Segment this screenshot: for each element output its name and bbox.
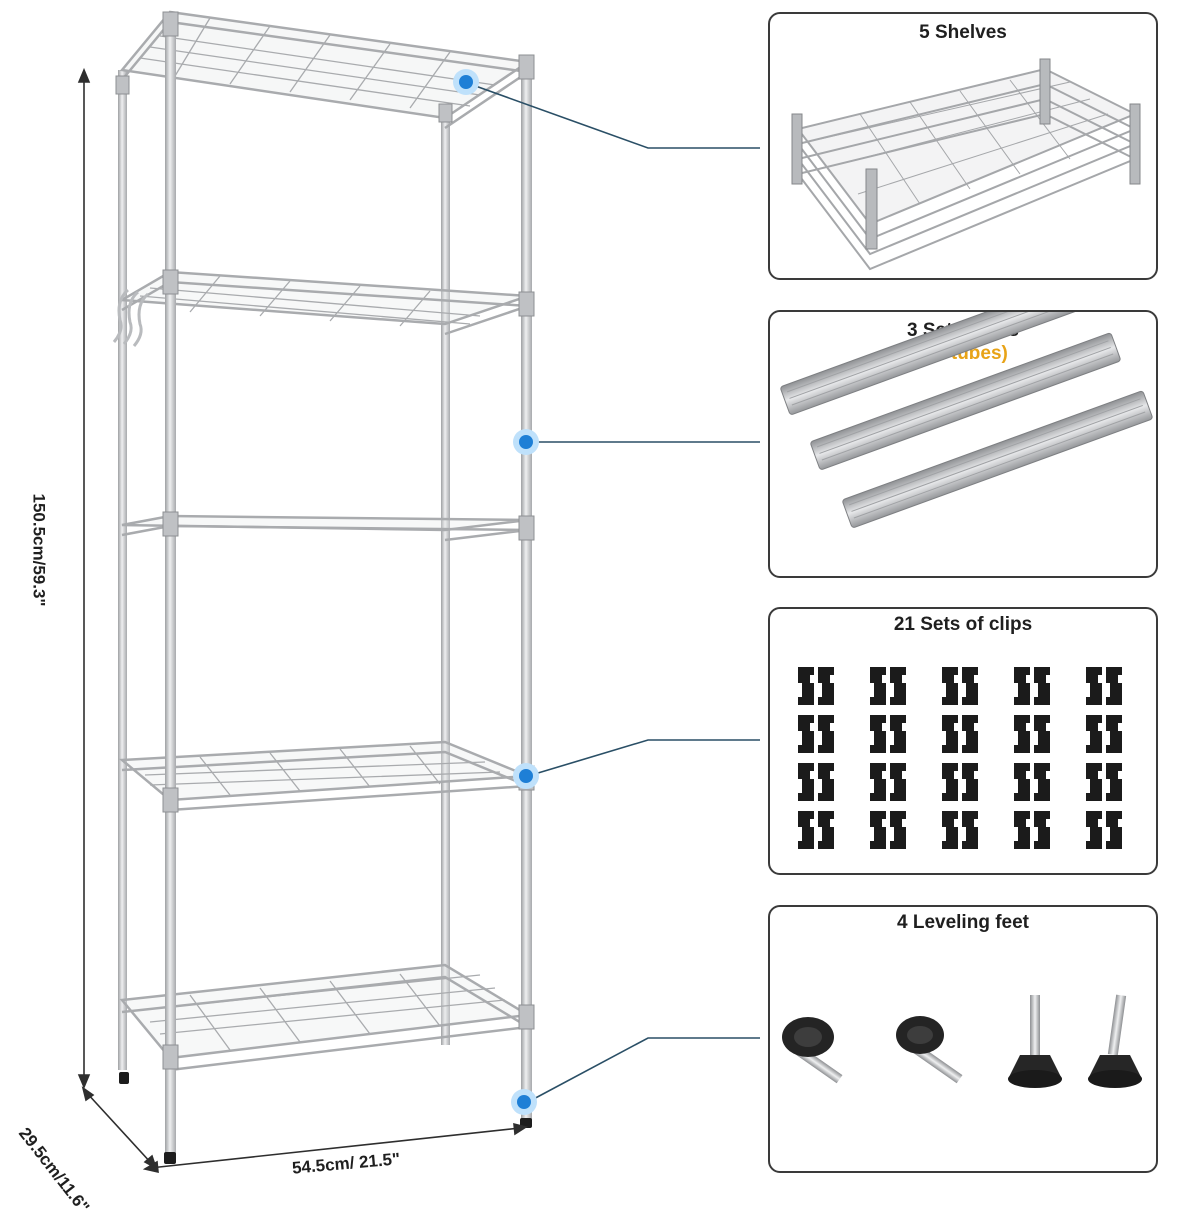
shelves-group (117, 10, 532, 1072)
panel-title-leveling-feet: 4 Leveling feet (897, 912, 1029, 933)
foot-front-left (164, 1152, 176, 1164)
clip-set (1086, 715, 1122, 753)
callout-dots (453, 69, 539, 1115)
leveling-foot-4 (1088, 994, 1142, 1088)
leveling-foot-1 (782, 1017, 843, 1084)
callout-dot-feet (511, 1089, 537, 1115)
callout-lines (469, 83, 760, 1103)
clip-set (798, 811, 834, 849)
clip-set (1014, 667, 1050, 705)
tube-sets-icon (780, 312, 1153, 528)
panel-shelves: 5 Shelves (768, 12, 1158, 280)
shelf-bottom (119, 963, 532, 1072)
height-dimension-label: 150.5cm/59.3" (29, 493, 49, 607)
clip-set (798, 667, 834, 705)
callout-dot-shelves (453, 69, 479, 95)
tube-set-2 (810, 332, 1121, 470)
front-right-pole (521, 55, 532, 1125)
clip-set (1086, 811, 1122, 849)
clip-set (870, 715, 906, 753)
leveling-foot-3 (1008, 995, 1062, 1088)
clip-set (1014, 715, 1050, 753)
clip-set (1014, 763, 1050, 801)
clip-sets-grid (798, 667, 1122, 849)
clip-set (942, 715, 978, 753)
leveling-foot-2 (896, 1016, 963, 1084)
foot-back-left (119, 1072, 129, 1084)
clip-set (1086, 763, 1122, 801)
wire-shelving-unit-illustration (77, 10, 760, 1174)
front-left-pole (165, 12, 176, 1162)
clip-set (798, 715, 834, 753)
panel-leveling-feet: 4 Leveling feet (768, 905, 1158, 1173)
panel-title-shelves: 5 Shelves (919, 22, 1007, 43)
clip-set (1014, 811, 1050, 849)
back-left-pole (118, 70, 127, 1070)
shelf-3 (121, 514, 529, 542)
stacked-shelves-icon (791, 58, 1141, 271)
clip-set (942, 763, 978, 801)
panel-tubes: 3 Sets tubes (12 tubes) (768, 310, 1158, 578)
panel-clips: 21 Sets of clips (768, 607, 1158, 875)
dimension-lines (77, 67, 529, 1174)
shelf-top (119, 10, 532, 130)
callout-dot-clips (513, 763, 539, 789)
shelf-4 (118, 740, 529, 812)
clip-set (870, 667, 906, 705)
clip-set (870, 763, 906, 801)
side-hooks (112, 288, 150, 347)
shelf-2 (117, 270, 529, 336)
back-right-pole (441, 105, 450, 1045)
tube-set-3 (842, 390, 1153, 528)
clip-set (1086, 667, 1122, 705)
clip-set (942, 667, 978, 705)
clip-set (798, 763, 834, 801)
panel-title-clips: 21 Sets of clips (893, 614, 1033, 635)
leveling-feet-icon (782, 994, 1142, 1088)
tube-set-1 (780, 312, 1091, 415)
clip-set (942, 811, 978, 849)
callout-dot-tubes (513, 429, 539, 455)
clip-set (870, 811, 906, 849)
